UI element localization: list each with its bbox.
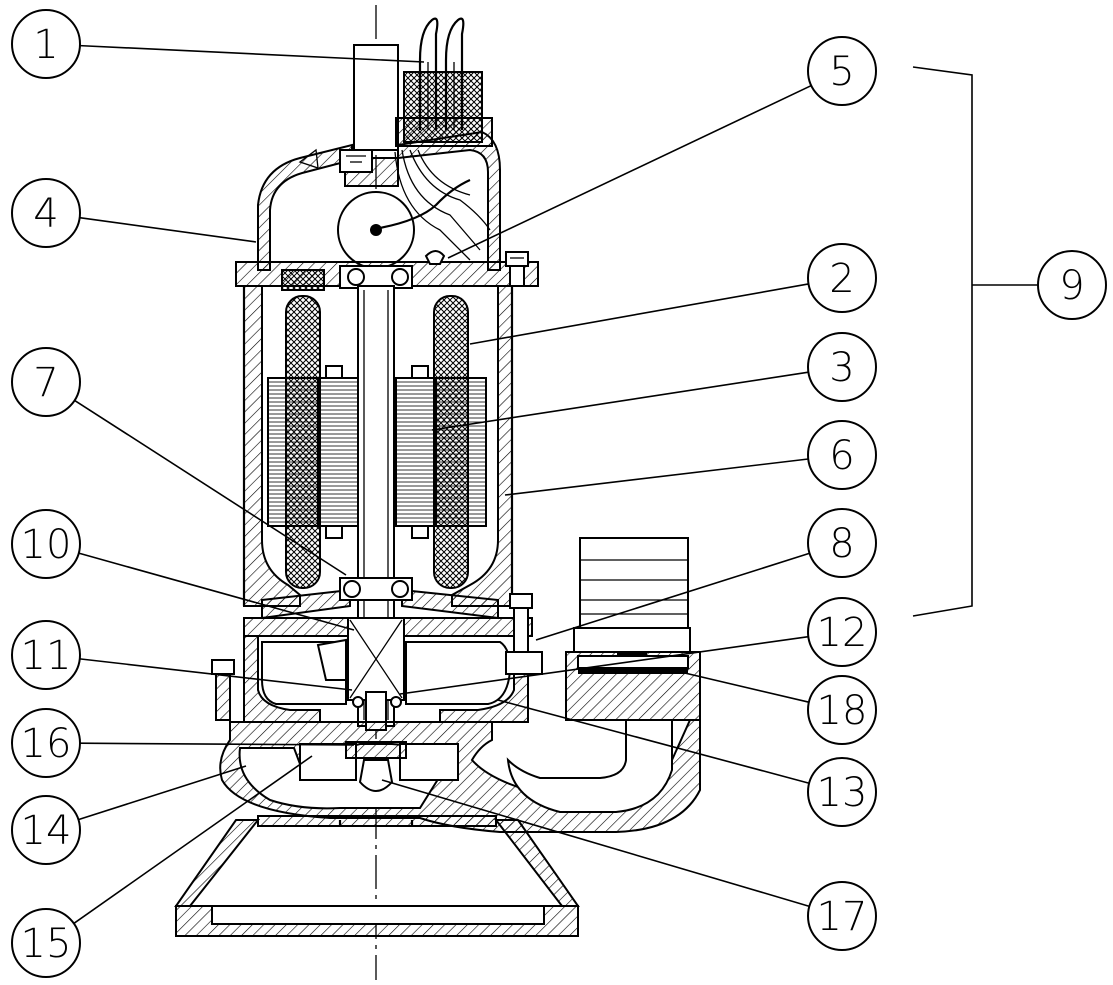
- callout-circle-1: [11, 9, 81, 79]
- callout-leader-12: [399, 635, 809, 695]
- callout-label-1: 1: [33, 22, 58, 68]
- callout-label-14: 14: [21, 808, 72, 854]
- callout-leader-18: [671, 669, 810, 703]
- callout-label-11: 11: [21, 633, 72, 679]
- callout-circle-10: [11, 509, 81, 579]
- callout-label-10: 10: [21, 522, 72, 568]
- callout-circle-13: [807, 757, 877, 827]
- assembly-bracket: [912, 66, 973, 617]
- callout-leader-7: [74, 399, 347, 576]
- callout-leader-2: [469, 283, 809, 345]
- pump-volute-casing: [219, 537, 701, 833]
- callout-leader-1: [79, 44, 425, 63]
- callout-circle-8: [807, 508, 877, 578]
- callout-leader-16: [79, 742, 355, 746]
- callout-circle-7: [11, 347, 81, 417]
- callout-leader-5: [447, 84, 812, 259]
- callout-label-5: 5: [829, 49, 854, 95]
- seal-chamber: [211, 593, 543, 731]
- callout-leader-15: [73, 755, 313, 925]
- callout-circle-6: [807, 420, 877, 490]
- callout-circle-5: [807, 36, 877, 106]
- callout-leader-14: [78, 765, 247, 821]
- callout-label-12: 12: [817, 610, 868, 656]
- callout-leader-11: [79, 658, 353, 691]
- callout-label-15: 15: [21, 921, 72, 967]
- callout-circle-15: [11, 908, 81, 978]
- callout-label-4: 4: [33, 191, 58, 237]
- callout-circle-17: [807, 881, 877, 951]
- callout-label-9: 9: [1059, 263, 1084, 309]
- callout-leader-8: [535, 552, 810, 641]
- callout-circle-14: [11, 795, 81, 865]
- callout-label-18: 18: [817, 688, 868, 734]
- callout-leader-17: [381, 779, 810, 908]
- callout-circle-2: [807, 243, 877, 313]
- callout-circle-11: [11, 620, 81, 690]
- callout-circle-16: [11, 708, 81, 778]
- callout-label-3: 3: [829, 345, 854, 391]
- callout-label-8: 8: [829, 521, 854, 567]
- callout-leader-6: [504, 458, 809, 496]
- callout-label-13: 13: [817, 770, 868, 816]
- callout-label-6: 6: [829, 433, 854, 479]
- callout-circle-9: [1037, 250, 1107, 320]
- callout-circle-3: [807, 332, 877, 402]
- cable-entry-assembly: [353, 17, 493, 151]
- callout-leader-10: [78, 552, 355, 631]
- callout-leader-13: [497, 699, 810, 784]
- callout-label-17: 17: [817, 894, 868, 940]
- callout-label-16: 16: [21, 721, 72, 767]
- callout-label-2: 2: [829, 256, 854, 302]
- callout-leader-4: [79, 216, 257, 243]
- callout-label-7: 7: [33, 360, 58, 406]
- motor-cover: [257, 130, 501, 271]
- base-stand: [174, 815, 580, 937]
- callout-circle-18: [807, 675, 877, 745]
- callout-circle-12: [807, 597, 877, 667]
- callout-leader-3: [431, 371, 809, 431]
- callout-circle-4: [11, 178, 81, 248]
